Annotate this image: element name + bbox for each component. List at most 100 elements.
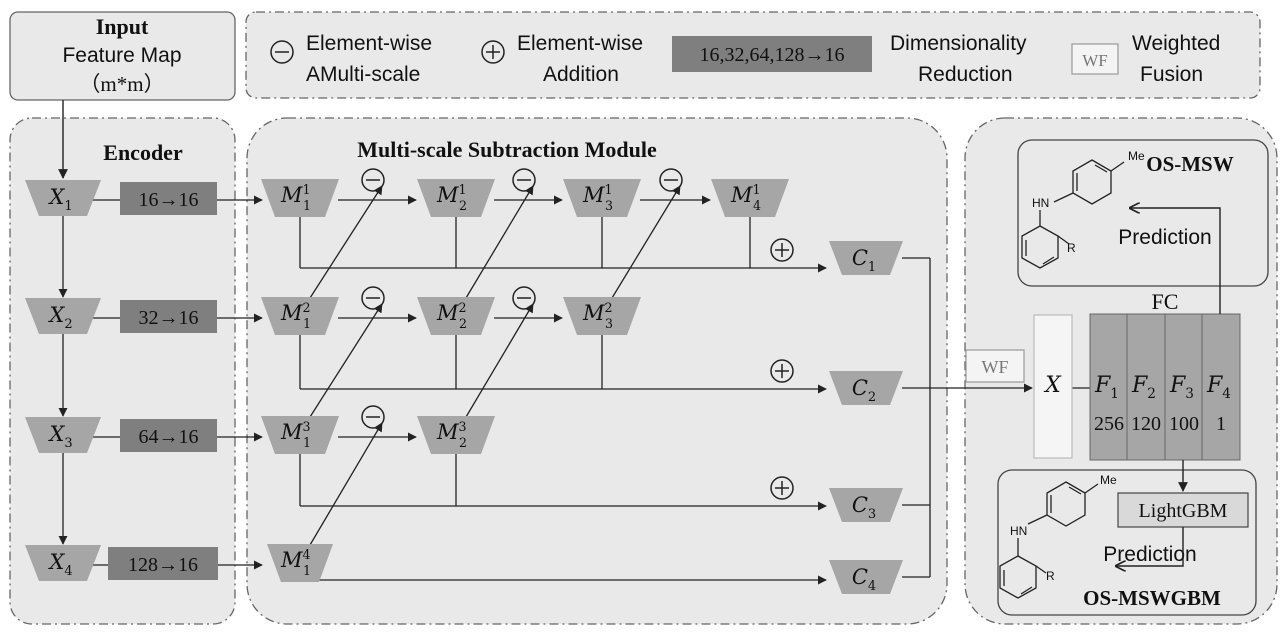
fc-title: FC [1152,289,1179,314]
output-node-c2-label: C2 [852,376,876,405]
legend-reduction-label-2: Reduction [918,63,1013,86]
prediction-bottom-label: Prediction [1103,543,1196,566]
encoder-node-x2-label: X2 [47,303,72,332]
output-node-c3-label: C3 [852,493,876,522]
encoder-node-x4 [25,545,101,581]
fc-layer-3-size: 100 [1169,413,1199,435]
msm-node-r2c2 [417,297,495,335]
molecule-bottom-me: Me [1100,473,1117,487]
legend-wf-box [1071,43,1119,75]
diagonal-arrow [309,303,383,418]
connection-lines [58,185,1090,585]
encoder-node-x1 [25,180,101,216]
fc-layer-4-size: 1 [1216,413,1226,435]
subtract-symbol-icon [270,40,294,64]
subtract-symbol-icon [659,168,683,192]
fc-layer-3 [1164,313,1204,461]
msm-title: Multi-scale Subtraction Module [357,137,657,162]
subtract-symbol-icon [361,405,385,429]
fc-layer-2-label: F2 [1131,373,1156,402]
legend-reduction-label-1: Dimensionality [890,32,1027,55]
encoder-node-x3-label: X3 [47,422,72,451]
add-symbol-icon [770,359,794,383]
reduction-label-3: 64→16 [139,426,199,448]
encoder-panel [9,117,236,625]
encoder-node-x3 [25,417,101,453]
legend-reduction-box-label: 16,32,64,128→16 [700,44,845,66]
molecule-top-me: Me [1128,149,1145,163]
prediction-top-label: Prediction [1118,226,1211,249]
legend-subtract-label-2: AMulti-scale [306,63,420,86]
encoder-node-x1-label: X1 [47,185,72,214]
fc-layer-4-label: F4 [1206,373,1231,402]
fc-layer-2 [1126,313,1166,461]
output-node-c4 [829,560,903,594]
legend-reduction-box [672,36,872,72]
msm-node-r1c1 [261,179,339,217]
fc-layer-1-label: F1 [1094,373,1119,402]
diagonal-arrow [309,422,383,546]
output-node-c1-label: C1 [852,246,876,275]
fc-layer-1 [1089,313,1129,461]
reduction-label-1: 16→16 [139,189,199,211]
reduction-label-2: 32→16 [139,307,199,329]
diagonal-arrow [465,303,534,418]
input-line2: （m*m） [79,72,164,96]
os-msw-title: OS-MSW [1146,152,1234,176]
reduction-box-1 [120,182,217,215]
encoder-title: Encoder [103,140,183,165]
diagonal-arrow [309,185,383,299]
fc-layer-1-size: 256 [1094,413,1124,435]
output-node-c1 [829,241,903,275]
reduction-box-3 [120,419,217,452]
output-node-c3 [829,488,903,522]
input-line1: Feature Map [62,44,181,67]
wf-box [965,349,1025,383]
molecule-bottom-r: R [1046,569,1055,583]
molecule-top-hn: HN [1032,196,1049,210]
subtract-symbol-icon [361,286,385,310]
encoder-node-x2 [25,298,101,334]
reduction-label-4: 128→16 [128,554,198,576]
msm-node-r2c3 [563,297,641,335]
msm-node-r4c1 [267,544,333,582]
msm-node-r1c2 [417,179,495,217]
prediction-top-arrow [1130,208,1221,314]
reduction-box-4 [108,547,218,580]
reduction-box-2 [120,300,217,333]
legend-add-label-2: Addition [543,63,619,86]
add-symbol-icon [481,40,505,64]
msm-node-r3c1 [261,416,339,454]
subtract-symbol-icon [361,168,385,192]
prediction-bottom-arrow [1116,527,1184,566]
fc-layer-3-label: F3 [1169,373,1194,402]
molecule-top-icon [1021,159,1125,269]
encoder-node-x4-label: X4 [47,550,72,579]
x-vector-box [1033,314,1073,459]
x-vector-label: X [1043,373,1062,398]
add-symbol-icon [770,476,794,500]
molecule-bottom-hn: HN [1010,524,1027,538]
legend-wf-box-label: WF [1082,51,1108,70]
output-node-c2 [829,371,903,405]
os-mswgbm-title: OS-MSWGBM [1083,586,1221,610]
os-msw-box [1017,139,1269,287]
molecule-bottom-icon [999,481,1099,599]
legend-box: Element-wise AMulti-scale Element-wise A… [245,11,1261,99]
wf-box-label: WF [982,357,1009,377]
diagonal-arrow [465,185,534,299]
molecule-top-r: R [1067,241,1076,255]
fc-layer-4 [1201,313,1241,461]
subtract-symbol-icon [512,168,536,192]
legend-wf-label-1: Weighted [1132,32,1220,55]
